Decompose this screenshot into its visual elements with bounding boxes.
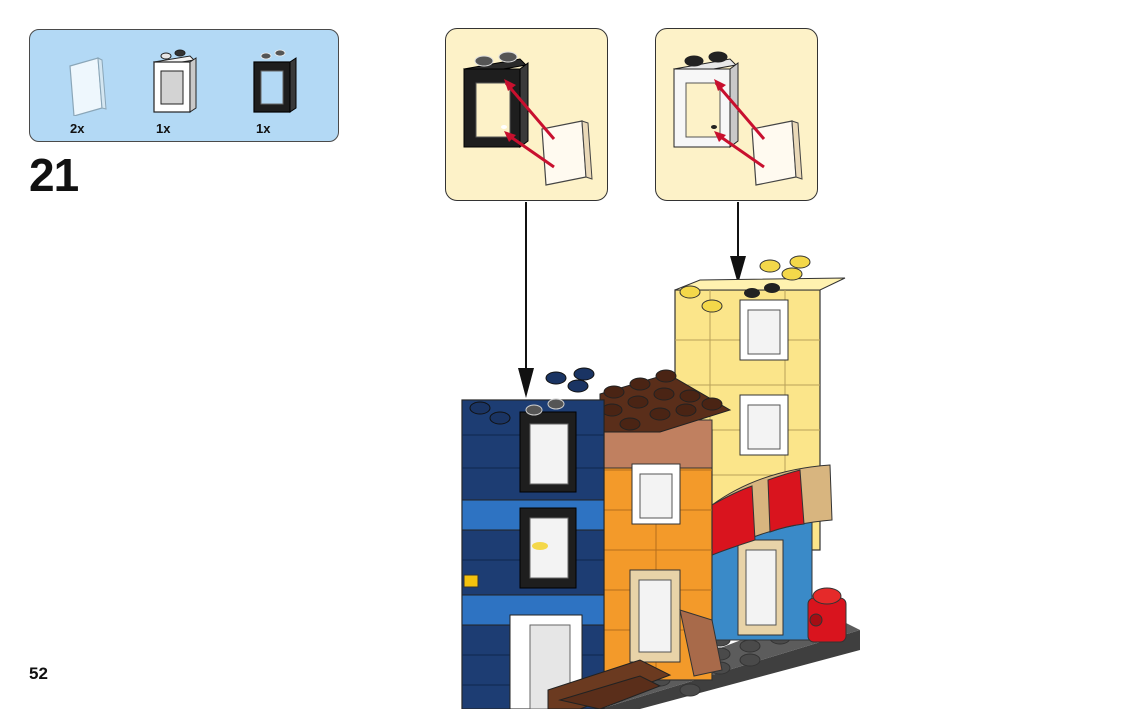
part-black-window-frame: 1x bbox=[248, 46, 328, 136]
white-frame-assembly-illustration bbox=[672, 51, 803, 186]
parts-list: 2x 1x 1x bbox=[29, 29, 339, 142]
black-frame-assembly-illustration bbox=[462, 51, 593, 186]
callout-black-frame-assembly bbox=[445, 28, 608, 201]
callout-white-frame-assembly bbox=[655, 28, 818, 201]
blue-building bbox=[461, 367, 605, 709]
black-window-frame-icon bbox=[253, 49, 297, 113]
callout-arrow-left bbox=[518, 202, 534, 398]
part-qty: 1x bbox=[156, 121, 171, 136]
fire-hydrant bbox=[807, 587, 847, 643]
brown-roof bbox=[599, 369, 732, 433]
part-transparent-window-glass: 2x bbox=[62, 46, 142, 136]
white-window-frame-icon bbox=[152, 49, 197, 113]
front-steps bbox=[547, 659, 672, 709]
awning bbox=[711, 464, 833, 556]
callout-arrow-right bbox=[730, 202, 746, 284]
part-white-window-frame: 1x bbox=[148, 46, 228, 136]
part-qty: 2x bbox=[70, 121, 85, 136]
page-number: 52 bbox=[29, 664, 48, 683]
orange-building bbox=[599, 419, 723, 681]
step-number: 21 bbox=[29, 149, 79, 201]
window-glass-icon bbox=[69, 57, 107, 116]
part-qty: 1x bbox=[256, 121, 271, 136]
